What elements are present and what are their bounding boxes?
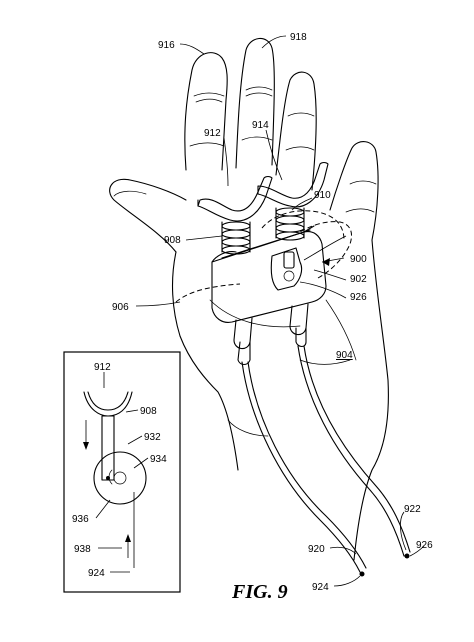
ref-918: 918 — [290, 32, 307, 43]
ref-902: 902 — [350, 274, 367, 285]
left-finger-cradle — [197, 175, 273, 222]
inset-ref-908: 908 — [140, 406, 157, 417]
cable-920 — [241, 361, 361, 573]
right-connector — [289, 303, 309, 336]
left-spring — [221, 221, 251, 255]
ref-920: 920 — [308, 544, 325, 555]
cable-end-dot — [404, 553, 410, 559]
ref-904: 904 — [336, 350, 353, 361]
right-spring — [275, 207, 305, 241]
hand-outline — [109, 37, 389, 561]
device-housing — [211, 231, 327, 323]
ref-900: 900 — [350, 254, 367, 265]
ref-922: 922 — [404, 504, 421, 515]
ref-926-cable: 926 — [416, 540, 433, 551]
inset-ref-934: 934 — [150, 454, 167, 465]
inset-ref-932: 932 — [144, 432, 161, 443]
inset-ref-912: 912 — [94, 362, 111, 373]
inset-ref-936: 936 — [72, 514, 89, 525]
cutaway-window — [270, 247, 303, 291]
ref-914: 914 — [252, 120, 269, 131]
leader-lines — [135, 35, 425, 587]
ref-910: 910 — [314, 190, 331, 201]
inset-ref-924: 924 — [88, 568, 105, 579]
inset-detail — [63, 351, 181, 593]
right-finger-cradle — [257, 161, 329, 208]
ref-908: 908 — [164, 235, 181, 246]
cable-922 — [297, 345, 405, 557]
ref-916: 916 — [158, 40, 175, 51]
ref-912: 912 — [204, 128, 221, 139]
inset-ref-938: 938 — [74, 544, 91, 555]
sensor-device — [197, 161, 329, 366]
figure-caption: FIG. 9 — [231, 581, 288, 603]
strap-dashed-outline — [175, 221, 353, 303]
ref-924: 924 — [312, 582, 329, 593]
ref-906: 906 — [112, 302, 129, 313]
ref-926-device: 926 — [350, 292, 367, 303]
cable-end-dot — [359, 571, 365, 577]
